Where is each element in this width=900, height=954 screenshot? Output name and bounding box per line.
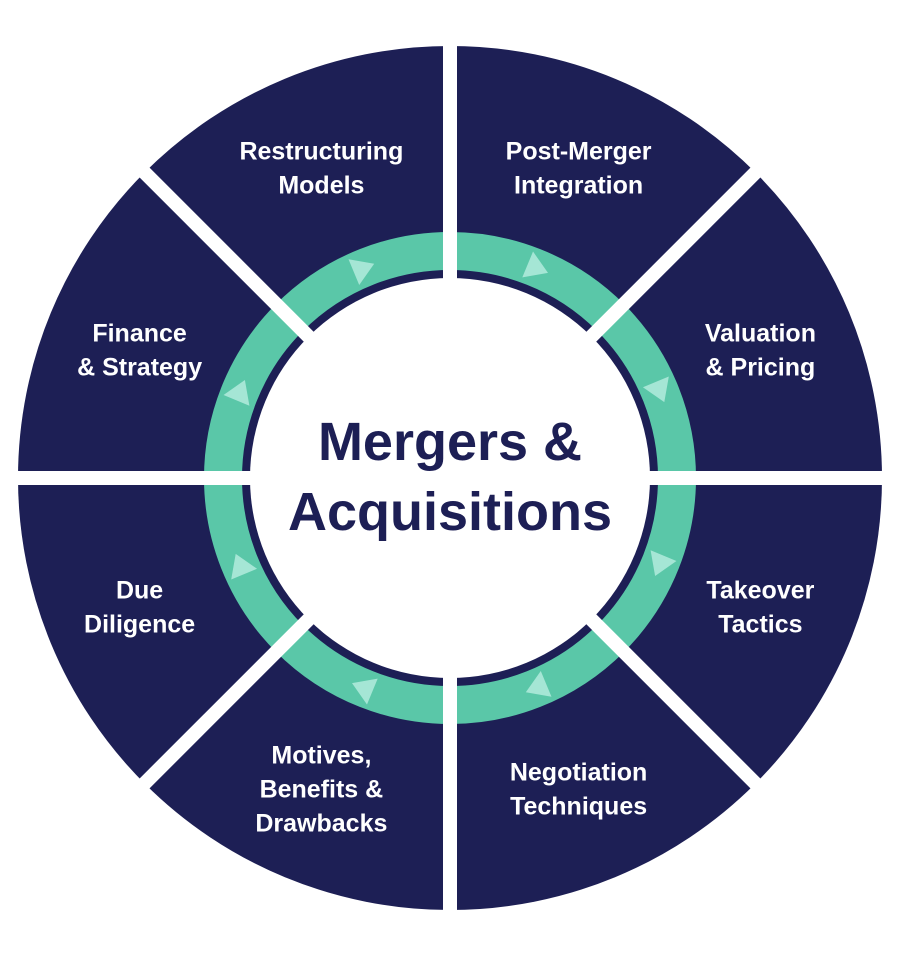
cycle-arrow-icon <box>522 251 548 278</box>
segment-label-line: Restructuring <box>239 138 403 166</box>
segment-label-2: Valuation & Pricing <box>705 319 816 381</box>
center-title-line-2: Acquisitions <box>288 482 612 542</box>
cycle-arrow-icon <box>231 553 258 580</box>
segment-label-line: Benefits & <box>260 775 384 803</box>
segment-label-line: Negotiation <box>510 758 648 786</box>
segment-label-line: Tactics <box>718 611 802 639</box>
cycle-arrows <box>223 251 677 705</box>
cycle-arrow-icon <box>348 259 375 286</box>
segment-label-line: Diligence <box>84 611 195 639</box>
segment-label-line: Due <box>116 577 163 605</box>
segment-label-line: Models <box>278 172 364 200</box>
segment-label-line: Drawbacks <box>255 809 387 837</box>
segment-label-line: Valuation <box>705 319 816 347</box>
segment-label-line: & Pricing <box>706 353 816 381</box>
cycle-arrow-icon <box>525 670 552 697</box>
segment-label-line: Techniques <box>510 792 647 820</box>
segment-label-line: Takeover <box>706 577 814 605</box>
segment-label-line: Motives, <box>271 741 371 769</box>
center-circle <box>250 278 650 678</box>
center-title-line-1: Mergers & <box>318 412 582 472</box>
segment-label-line: Integration <box>514 172 643 200</box>
cycle-arrow-icon <box>223 380 250 406</box>
segment-label-line: Post-Merger <box>506 138 652 166</box>
segment-label-line: & Strategy <box>77 353 202 381</box>
cycle-arrow-icon <box>650 550 677 576</box>
segment-label-7: Finance & Strategy <box>77 319 202 381</box>
cycle-arrow-icon <box>642 376 669 403</box>
segment-label-5: Motives, Benefits & Drawbacks <box>255 741 387 837</box>
cycle-arrow-icon <box>352 678 378 705</box>
segment-label-line: Finance <box>92 319 187 347</box>
